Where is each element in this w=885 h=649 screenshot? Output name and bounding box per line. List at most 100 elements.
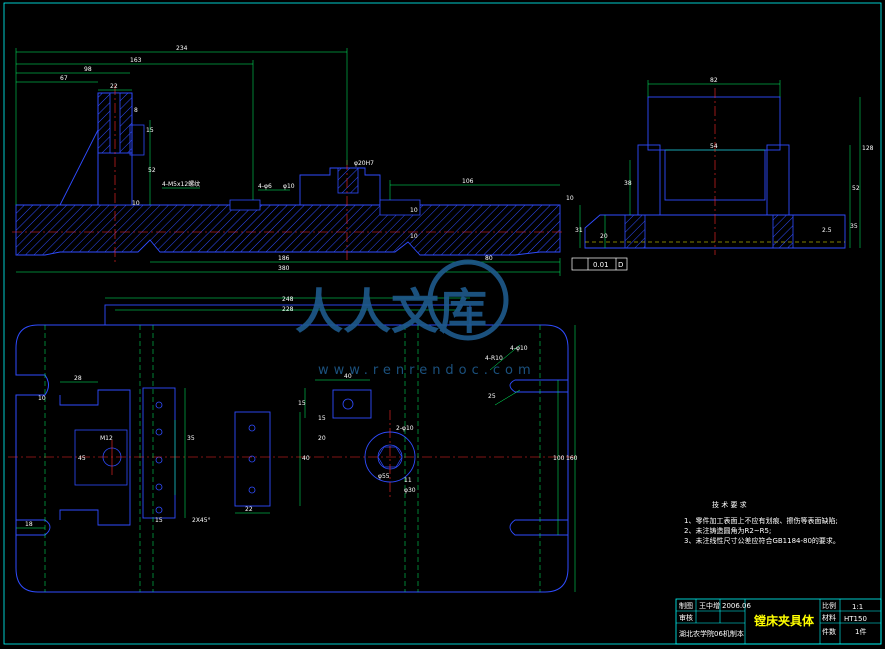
drawn-date: 2006.06: [722, 602, 751, 610]
dim-phi30: φ30: [404, 487, 416, 494]
dim-4-phi10: 4-φ10: [510, 345, 528, 352]
clamp-block-plan: [332, 389, 372, 419]
dim-28: 28: [74, 375, 82, 382]
dim-2-5: 2.5: [822, 227, 832, 234]
dim-228: 228: [282, 306, 294, 313]
dim-45: 45: [78, 455, 86, 462]
dim-38: 38: [624, 180, 632, 187]
dim-11: 11: [404, 477, 412, 484]
school-name: 湖北农学院06机制本: [679, 629, 744, 638]
bracket-boss: [129, 124, 145, 156]
dim-10-a: 10: [132, 200, 140, 207]
dim-52: 52: [148, 167, 156, 174]
dim-52-side: 52: [852, 185, 860, 192]
dim-8: 8: [134, 107, 138, 114]
top-rail: [104, 304, 471, 326]
material-label: 材料: [822, 613, 836, 622]
watermark-text: 人人文库: [295, 284, 487, 340]
dim-35: 35: [850, 223, 858, 230]
dim-15-plan: 15: [298, 400, 306, 407]
dim-380: 380: [278, 265, 290, 272]
hole-callout-phi6: 4-φ6: [258, 183, 272, 190]
dim-10-side: 10: [566, 195, 574, 202]
tolerance-value: 0.01: [593, 261, 609, 269]
slot-right-bottom: [509, 519, 568, 536]
side-view: 82 54 38 20 31 128 52 35 2.5 10 0.01 D: [566, 77, 874, 271]
dim-10-b: 10: [410, 207, 418, 214]
watermark: 人人文库 www.renrendoc.com: [295, 259, 536, 378]
dim-4-r10: 4-R10: [485, 355, 503, 362]
dim-98: 98: [84, 66, 92, 73]
tech-note-2: 2、未注铸造圆角为R2~R5;: [684, 526, 771, 535]
dim-82: 82: [710, 77, 718, 84]
post-block-middle: [234, 411, 271, 507]
dim-10-c: 10: [410, 233, 418, 240]
post-block-left: [142, 387, 176, 519]
dim-phi55: φ55: [378, 473, 390, 480]
dim-186: 186: [278, 255, 290, 262]
tech-notes-title: 技 术 要 求: [712, 500, 747, 509]
watermark-logo-ring: [427, 259, 509, 341]
dim-15: 15: [146, 127, 154, 134]
drawn-by: 王中增: [699, 601, 720, 610]
scale-label: 比例: [822, 601, 836, 610]
tech-note-1: 1、零件加工表面上不应有划痕、擦伤等表面缺陷;: [684, 516, 838, 525]
left-bracket-plan: [74, 429, 128, 486]
dim-phi20h7: φ20H7: [354, 160, 374, 167]
dim-160: 160: [566, 455, 578, 462]
dim-15-plan-b: 15: [318, 415, 326, 422]
right-step: [379, 199, 421, 216]
side-upright-right: [766, 144, 790, 216]
dim-22-plan: 22: [245, 506, 253, 513]
dim-25: 25: [488, 393, 496, 400]
dim-35-plan: 35: [187, 435, 195, 442]
sheet-border: [3, 2, 882, 645]
front-dimension-lines: [15, 48, 561, 276]
dim-m12: M12: [100, 435, 113, 442]
dim-22: 22: [110, 83, 118, 90]
tolerance-frame: [571, 257, 628, 271]
dim-67: 67: [60, 75, 68, 82]
dim-128: 128: [862, 145, 874, 152]
base-plate-section: [15, 204, 561, 256]
dim-234: 234: [176, 45, 188, 52]
dim-40: 40: [344, 373, 352, 380]
dim-2x45: 2X45°: [192, 517, 211, 524]
tolerance-datum: D: [618, 261, 623, 269]
support-rib: [59, 129, 99, 206]
side-foot-right: [772, 214, 794, 249]
dim-15-plan-c: 15: [155, 517, 163, 524]
dim-100: 100: [553, 455, 565, 462]
scale-value: 1:1: [852, 603, 863, 611]
plan-outline: [15, 324, 569, 593]
tech-notes: 技 术 要 求 1、零件加工表面上不应有划痕、擦伤等表面缺陷; 2、未注铸造圆角…: [684, 500, 840, 545]
watermark-url: www.renrendoc.com: [318, 363, 536, 378]
dim-20: 20: [600, 233, 608, 240]
dim-10-plan: 10: [38, 395, 46, 402]
dim-20-plan: 20: [318, 435, 326, 442]
tech-note-3: 3、未注线性尺寸公差应符合GB1184-80的要求。: [684, 536, 840, 545]
hole-callout-m5: 4-M5x12螺纹: [162, 180, 200, 188]
dim-248: 248: [282, 296, 294, 303]
top-groove: [229, 199, 261, 211]
plan-hidden-lines: [44, 325, 541, 592]
dim-phi10: φ10: [283, 183, 295, 190]
drawn-label: 制图: [679, 601, 693, 610]
dim-18: 18: [25, 521, 33, 528]
check-label: 审核: [679, 613, 693, 622]
drawing-title: 镗床夹具体: [754, 613, 815, 628]
side-outline: [584, 214, 846, 249]
quantity-label: 件数: [822, 627, 836, 636]
plan-dimension-lines: [16, 297, 576, 592]
side-dimension-lines: [579, 80, 861, 248]
clamp-hole-plan: [342, 398, 354, 410]
post-middle-holes: [248, 424, 256, 494]
dim-80: 80: [485, 255, 493, 262]
dim-163: 163: [130, 57, 142, 64]
clamp-bore: [337, 167, 359, 194]
front-view: 234 163 98 67 22 8 15 52 4-M5x12螺纹 4-φ6 …: [12, 45, 565, 276]
dim-106: 106: [462, 178, 474, 185]
post-left-holes: [155, 401, 163, 514]
dim-40-plan: 40: [302, 455, 310, 462]
